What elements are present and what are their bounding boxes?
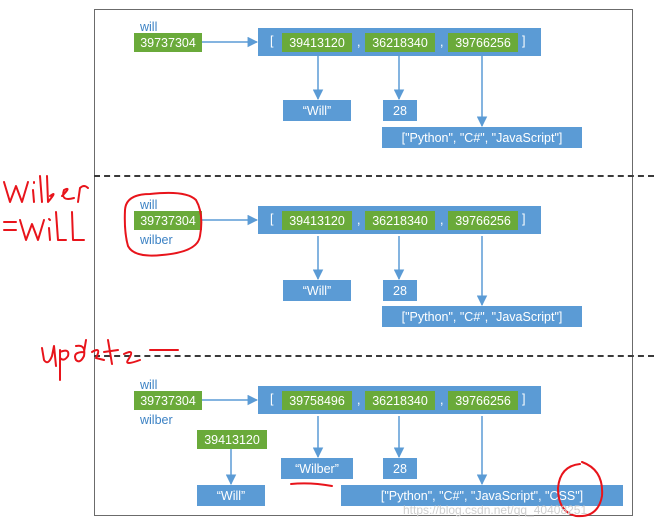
list-comma: , <box>357 35 361 49</box>
panel-divider-1 <box>94 175 654 177</box>
list-comma: , <box>357 393 361 407</box>
var-label-wilber: wilber <box>140 233 173 247</box>
name-value-box: “Wilber” <box>281 458 353 479</box>
name-value-box: “Will” <box>283 280 351 301</box>
variable-id-box: 39737304 <box>134 33 202 52</box>
list-item-id: 39766256 <box>448 33 518 52</box>
handwriting-underline-wilber <box>290 482 333 487</box>
age-value-box: 28 <box>383 458 417 479</box>
old-id-box: 39413120 <box>197 430 267 449</box>
old-name-value-box: “Will” <box>197 485 265 506</box>
age-value-box: 28 <box>383 100 417 121</box>
list-item-id: 39766256 <box>448 211 518 230</box>
list-open-bracket: [ <box>270 392 274 406</box>
var-label-will: will <box>140 198 158 212</box>
age-value-box: 28 <box>383 280 417 301</box>
list-item-id: 39413120 <box>282 33 352 52</box>
handwriting-update <box>41 339 179 381</box>
list-comma: , <box>440 393 444 407</box>
list-item-id: 39766256 <box>448 391 518 410</box>
panel-divider-2 <box>94 355 654 357</box>
watermark: https://blog.csdn.net/qq_40408251 <box>403 503 588 517</box>
name-value-box: “Will” <box>283 100 351 121</box>
list-close-bracket: ] <box>522 392 526 406</box>
list-open-bracket: [ <box>270 34 274 48</box>
handwriting-circle-var <box>123 191 203 257</box>
list-close-bracket: ] <box>522 212 526 226</box>
list-item-id: 36218340 <box>365 391 435 410</box>
list-item-id: 36218340 <box>365 33 435 52</box>
skills-value-box: ["Python", "C#", "JavaScript", "CSS"] <box>341 485 623 506</box>
var-label-wilber: wilber <box>140 413 173 427</box>
list-item-id: 39758496 <box>282 391 352 410</box>
list-item-id: 39413120 <box>282 211 352 230</box>
list-comma: , <box>440 213 444 227</box>
list-open-bracket: [ <box>270 212 274 226</box>
var-label-will: will <box>140 378 158 392</box>
handwriting-circle-css <box>557 461 604 518</box>
list-comma: , <box>357 213 361 227</box>
variable-id-box: 39737304 <box>134 211 202 230</box>
var-label-will: will <box>140 20 158 34</box>
handwriting-wilber <box>3 175 89 203</box>
variable-id-box: 39737304 <box>134 391 202 410</box>
list-close-bracket: ] <box>522 34 526 48</box>
list-item-id: 36218340 <box>365 211 435 230</box>
diagram-frame <box>94 9 633 516</box>
list-comma: , <box>440 35 444 49</box>
handwriting-equals-will <box>3 211 85 241</box>
skills-value-box: ["Python", "C#", "JavaScript"] <box>382 127 582 148</box>
skills-value-box: ["Python", "C#", "JavaScript"] <box>382 306 582 327</box>
